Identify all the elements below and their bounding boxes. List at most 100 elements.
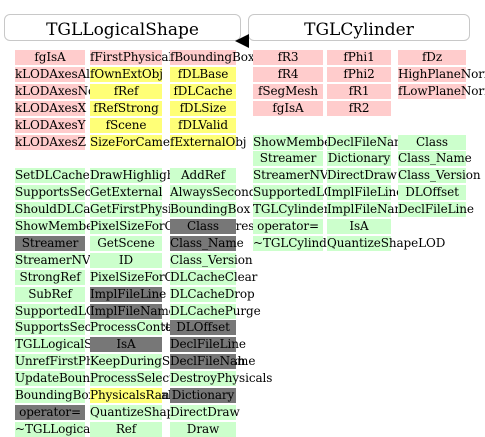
cylinder-member-2-9: DeclFileLine <box>398 202 474 218</box>
logicalshape-member-0-21: operator= <box>15 404 85 420</box>
logicalshape-member-2-5: fExternalObj <box>170 134 247 150</box>
cylinder-member-0-0: fR3 <box>253 50 323 65</box>
logicalshape-member-1-12: ID <box>90 252 162 268</box>
logicalshape-member-0-14: SubRef <box>15 286 85 302</box>
cylinder-member-2-7: Class_Version <box>398 168 481 184</box>
cylinder-member-1-1: fPhi2 <box>327 66 391 82</box>
cylinder-member-1-10: IsA <box>327 219 391 234</box>
cylinder-member-1-3: fR2 <box>327 100 391 116</box>
logicalshape-member-2-0: fBoundingBox <box>170 50 255 65</box>
logicalshape-member-0-13: StrongRef <box>15 269 85 285</box>
cylinder-member-0-11: ~TGLCylinder <box>253 235 340 251</box>
logicalshape-member-0-1: kLODAxesAll <box>15 66 94 82</box>
logicalshape-member-2-19: DestroyPhysicals <box>170 371 273 387</box>
logicalshape-member-1-19: ProcessSelection <box>90 371 193 387</box>
logicalshape-member-1-22: Ref <box>90 421 162 437</box>
logicalshape-member-0-7: SetDLCache <box>15 168 90 184</box>
cylinder-member-2-6: Class_Name <box>398 151 472 167</box>
logicalshape-member-1-2: fRef <box>90 83 162 99</box>
cylinder-member-2-1: HighPlaneNorm <box>398 66 485 82</box>
cylinder-member-0-5: ShowMembers <box>253 134 343 150</box>
logicalshape-member-1-1: fOwnExtObj <box>90 66 163 82</box>
logicalshape-member-1-7: DrawHighlight <box>90 168 180 184</box>
logicalshape-member-2-18: DeclFileName <box>170 354 256 370</box>
logicalshape-member-2-17: DeclFileLine <box>170 337 246 353</box>
logicalshape-member-2-13: DLCacheClear <box>170 269 258 285</box>
cylinder-member-0-3: fgIsA <box>253 100 323 116</box>
tgllogicalshape-title: TGLLogicalShape <box>46 20 199 40</box>
logicalshape-member-2-4: fDLValid <box>170 117 236 133</box>
logicalshape-member-0-5: kLODAxesZ <box>15 134 86 150</box>
cylinder-member-2-0: fDz <box>398 50 466 65</box>
logicalshape-member-0-9: ShouldDLCache <box>15 202 112 218</box>
tglcylinder-panel: TGLCylinder <box>248 14 470 41</box>
logicalshape-member-0-0: fgIsA <box>15 50 85 65</box>
logicalshape-member-1-0: fFirstPhysical <box>90 50 173 65</box>
logicalshape-member-2-21: DirectDraw <box>170 404 240 420</box>
logicalshape-member-0-3: kLODAxesX <box>15 100 87 116</box>
logicalshape-member-1-21: QuantizeShapeLOD <box>90 404 209 420</box>
logicalshape-member-2-11: Class_Name <box>170 235 244 251</box>
logicalshape-member-0-12: StreamerNVirtual <box>15 252 123 268</box>
logicalshape-member-1-3: fRefStrong <box>90 100 162 116</box>
cylinder-member-0-6: Streamer <box>253 151 323 167</box>
cylinder-member-0-8: SupportedLODAxes <box>253 185 372 201</box>
logicalshape-member-0-19: UpdateBoundingBox <box>15 371 140 387</box>
logicalshape-member-0-11: Streamer <box>15 235 85 251</box>
logicalshape-member-1-5: SizeForCameraInterest <box>90 134 230 150</box>
logicalshape-member-2-12: Class_Version <box>170 252 253 268</box>
logicalshape-member-0-15: SupportedLODAxes <box>15 303 134 319</box>
logicalshape-member-2-2: fDLCache <box>170 83 236 99</box>
cylinder-member-1-11: QuantizeShapeLOD <box>327 235 446 251</box>
logicalshape-member-2-10: Class <box>170 219 236 234</box>
cylinder-member-1-6: Dictionary <box>327 151 391 167</box>
cylinder-member-1-9: ImplFileName <box>327 202 413 218</box>
logicalshape-member-0-10: ShowMembers <box>15 219 105 234</box>
logicalshape-member-2-7: AddRef <box>170 168 236 184</box>
cylinder-member-1-5: DeclFileName <box>327 134 413 150</box>
logicalshape-member-2-14: DLCacheDrop <box>170 286 255 302</box>
cylinder-member-0-1: fR4 <box>253 66 323 82</box>
inheritance-arrow-icon <box>235 34 249 48</box>
logicalshape-member-1-9: GetFirstPhysical <box>90 202 190 218</box>
tgllogicalshape-panel: TGLLogicalShape <box>4 14 241 41</box>
logicalshape-member-0-2: kLODAxesNone <box>15 83 110 99</box>
logicalshape-member-1-17: IsA <box>90 337 162 353</box>
logicalshape-member-2-8: AlwaysSecondarySelect <box>170 185 313 201</box>
logicalshape-member-2-16: DLOffset <box>170 320 236 336</box>
logicalshape-member-2-3: fDLSize <box>170 100 236 116</box>
logicalshape-member-1-15: ImplFileName <box>90 303 176 319</box>
logicalshape-member-0-8: SupportsSecondaryPass <box>15 185 160 201</box>
cylinder-member-1-8: ImplFileLine <box>327 185 404 201</box>
cylinder-member-0-10: operator= <box>253 219 323 234</box>
cylinder-member-1-7: DirectDraw <box>327 168 397 184</box>
logicalshape-member-1-13: PixelSizeForOfInterest <box>90 269 227 285</box>
logicalshape-member-2-15: DLCachePurge <box>170 303 261 319</box>
logicalshape-member-0-20: BoundingBoxesOfPhysicals <box>15 388 178 403</box>
logicalshape-member-1-4: fScene <box>90 117 162 133</box>
cylinder-member-1-0: fPhi1 <box>327 50 391 65</box>
cylinder-member-0-9: TGLCylinder <box>253 202 330 218</box>
logicalshape-member-2-22: Draw <box>170 421 236 437</box>
cylinder-member-1-2: fR1 <box>327 83 391 99</box>
cylinder-member-2-2: fLowPlaneNorm <box>398 83 485 99</box>
logicalshape-member-1-11: GetScene <box>90 235 162 251</box>
logicalshape-member-0-17: TGLLogicalShape <box>15 337 122 353</box>
logicalshape-member-0-18: UnrefFirstPhysical <box>15 354 128 370</box>
cylinder-member-2-8: DLOffset <box>398 185 466 201</box>
cylinder-member-0-2: fSegMesh <box>253 83 323 99</box>
tglcylinder-title: TGLCylinder <box>304 20 414 40</box>
logicalshape-member-1-18: KeepDuringSmartRefresh <box>90 354 246 370</box>
logicalshape-member-0-22: ~TGLLogicalShape <box>15 421 132 437</box>
logicalshape-member-0-4: kLODAxesY <box>15 117 86 133</box>
cylinder-member-2-5: Class <box>398 134 466 150</box>
logicalshape-member-2-9: BoundingBox <box>170 202 251 218</box>
cylinder-member-0-7: StreamerNVirtual <box>253 168 361 184</box>
logicalshape-member-1-16: ProcessContextMenu <box>90 320 218 336</box>
logicalshape-member-0-16: SupportsSecondarySelect <box>15 320 170 336</box>
logicalshape-member-2-1: fDLBase <box>170 66 236 82</box>
logicalshape-member-1-20: PhysicalsRange <box>90 388 185 403</box>
logicalshape-member-1-10: PixelSizeForCameraInterest <box>90 219 259 234</box>
logicalshape-member-2-20: Dictionary <box>170 388 236 403</box>
logicalshape-member-1-14: ImplFileLine <box>90 286 167 302</box>
